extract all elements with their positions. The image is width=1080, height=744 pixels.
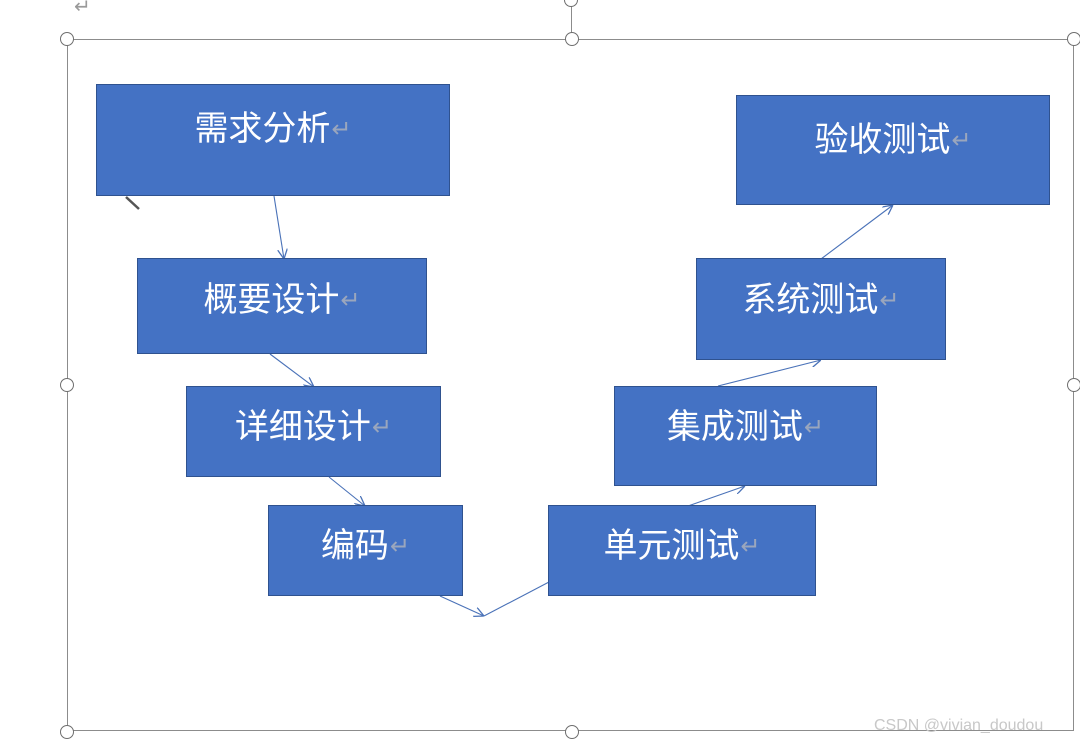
node-detail-design[interactable]: 详细设计↵: [186, 386, 441, 477]
paragraph-mark-icon: ↵: [389, 531, 411, 560]
paragraph-mark-icon: ↵: [74, 0, 91, 18]
node-label: 编码: [320, 525, 389, 566]
node-label: 需求分析: [194, 109, 331, 149]
resize-handle-middle-right[interactable]: [1067, 378, 1080, 392]
node-integration-test[interactable]: 集成测试↵: [614, 386, 877, 486]
node-label: 详细设计: [234, 406, 371, 447]
node-acceptance-test[interactable]: 验收测试↵: [736, 95, 1050, 205]
cursor-mark: [125, 196, 140, 210]
resize-handle-middle-left[interactable]: [60, 378, 74, 392]
paragraph-mark-icon: ↵: [371, 412, 393, 441]
resize-handle-bottom-left[interactable]: [60, 725, 74, 739]
node-system-test[interactable]: 系统测试↵: [696, 258, 946, 360]
arrow-system-to-acceptance: [820, 205, 893, 260]
connector-vertex-to-unit-test: [483, 581, 550, 617]
paragraph-mark-icon: ↵: [340, 286, 361, 314]
node-requirements[interactable]: 需求分析↵: [96, 84, 450, 196]
watermark: CSDN @vivian_doudou: [874, 717, 1044, 734]
node-label: 验收测试: [814, 120, 951, 160]
arrow-requirements-to-overview: [273, 195, 284, 259]
arrow-integration-to-system: [717, 360, 821, 387]
arrow-overview-to-detail: [269, 353, 314, 387]
resize-handle-bottom-middle[interactable]: [565, 725, 579, 739]
resize-handle-top-right[interactable]: [1067, 32, 1080, 46]
paragraph-mark-icon: ↵: [331, 115, 352, 143]
node-label: 单元测试: [603, 525, 740, 566]
node-coding[interactable]: 编码↵: [268, 505, 463, 596]
node-unit-test[interactable]: 单元测试↵: [548, 505, 816, 596]
arrow-unit-to-integration: [687, 486, 745, 507]
node-label: 集成测试: [666, 407, 803, 447]
paragraph-mark-icon: ↵: [879, 286, 900, 314]
paragraph-mark-icon: ↵: [740, 531, 761, 560]
resize-handle-top-left[interactable]: [60, 32, 74, 46]
paragraph-mark-icon: ↵: [951, 126, 972, 154]
node-label: 概要设计: [203, 280, 340, 320]
node-label: 系统测试: [742, 280, 879, 320]
resize-handle-top-middle[interactable]: [565, 32, 579, 46]
node-overview-design[interactable]: 概要设计↵: [137, 258, 427, 354]
arrow-coding-to-vertex: [439, 595, 484, 616]
rotation-handle-stem: [571, 0, 572, 39]
arrow-detail-to-coding: [328, 476, 365, 506]
paragraph-mark-icon: ↵: [803, 413, 825, 441]
